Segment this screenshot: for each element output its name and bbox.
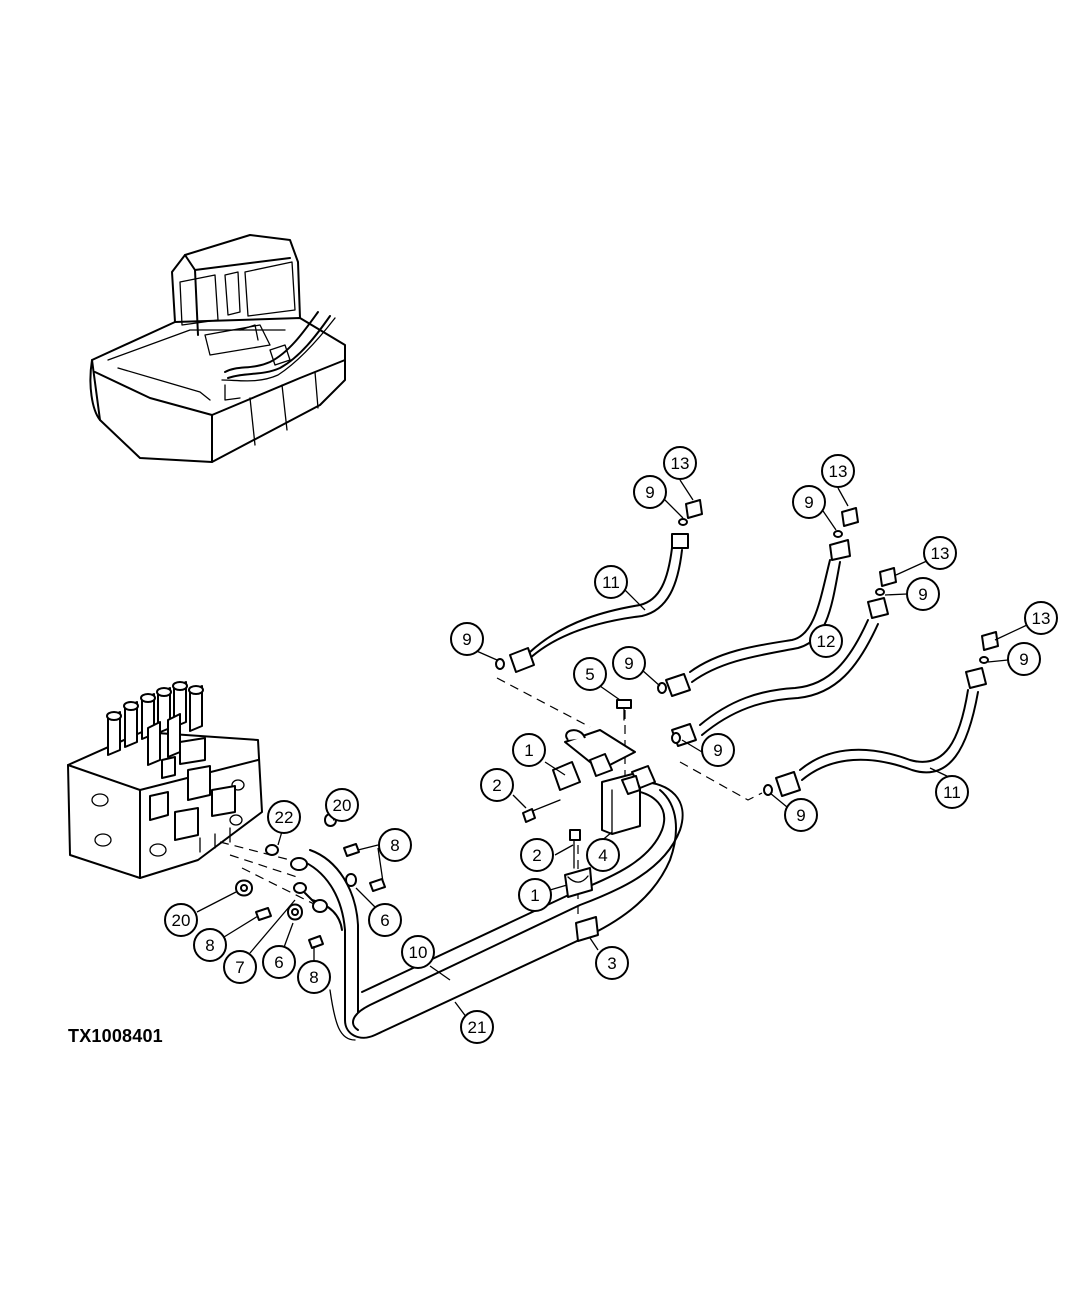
control-valve-assembly: [67, 681, 263, 879]
callout-9: 9: [450, 622, 484, 656]
callout-1: 1: [512, 733, 546, 767]
svg-text:9: 9: [624, 654, 633, 673]
svg-text:12: 12: [817, 632, 836, 651]
svg-text:7: 7: [235, 958, 244, 977]
svg-text:9: 9: [918, 585, 927, 604]
callout-balloons: 13 9 13 9 11 13 9 12 13 9 9 5 9 9 1 2 9 …: [164, 446, 1058, 1044]
svg-text:9: 9: [804, 493, 813, 512]
callout-9: 9: [1007, 642, 1041, 676]
svg-text:22: 22: [275, 808, 294, 827]
svg-text:1: 1: [524, 741, 533, 760]
svg-text:10: 10: [409, 943, 428, 962]
tube-assembly: [299, 781, 684, 1041]
svg-text:20: 20: [333, 796, 352, 815]
svg-text:9: 9: [462, 630, 471, 649]
callout-9: 9: [784, 798, 818, 832]
callout-1: 1: [518, 878, 552, 912]
callout-8: 8: [193, 928, 227, 962]
callout-6: 6: [368, 903, 402, 937]
callout-13: 13: [821, 454, 855, 488]
callout-5: 5: [573, 657, 607, 691]
svg-text:6: 6: [274, 953, 283, 972]
svg-text:9: 9: [645, 483, 654, 502]
callout-2: 2: [520, 838, 554, 872]
svg-text:2: 2: [492, 776, 501, 795]
callout-20: 20: [164, 903, 198, 937]
callout-20: 20: [325, 788, 359, 822]
svg-text:1: 1: [530, 886, 539, 905]
svg-text:8: 8: [390, 836, 399, 855]
clamp-and-bracket-parts: [235, 699, 641, 949]
figure-id-label: TX1008401: [68, 1026, 163, 1046]
svg-text:13: 13: [829, 462, 848, 481]
callout-9: 9: [633, 475, 667, 509]
callout-9: 9: [701, 733, 735, 767]
callout-3: 3: [595, 946, 629, 980]
callout-10: 10: [401, 935, 435, 969]
callout-9: 9: [612, 646, 646, 680]
callout-13: 13: [1024, 601, 1058, 635]
svg-text:5: 5: [585, 665, 594, 684]
svg-text:8: 8: [205, 936, 214, 955]
callout-8: 8: [297, 960, 331, 994]
hose-assembly: [495, 499, 999, 797]
svg-text:4: 4: [598, 846, 607, 865]
callout-6: 6: [262, 945, 296, 979]
callout-11: 11: [594, 565, 628, 599]
callout-7: 7: [223, 950, 257, 984]
svg-text:13: 13: [671, 454, 690, 473]
svg-text:8: 8: [309, 968, 318, 987]
callout-13: 13: [663, 446, 697, 480]
callout-2: 2: [480, 768, 514, 802]
svg-text:20: 20: [172, 911, 191, 930]
svg-text:13: 13: [931, 544, 950, 563]
svg-text:11: 11: [943, 783, 961, 802]
callout-21: 21: [460, 1010, 494, 1044]
svg-text:3: 3: [607, 954, 616, 973]
svg-text:9: 9: [796, 806, 805, 825]
callout-22: 22: [267, 800, 301, 834]
svg-text:9: 9: [1019, 650, 1028, 669]
callout-13: 13: [923, 536, 957, 570]
callout-8: 8: [378, 828, 412, 862]
callout-4: 4: [586, 838, 620, 872]
svg-text:9: 9: [713, 741, 722, 760]
svg-text:6: 6: [380, 911, 389, 930]
svg-text:13: 13: [1032, 609, 1051, 628]
svg-text:11: 11: [602, 573, 620, 592]
excavator-locator-illustration: [89, 234, 346, 463]
callout-9: 9: [792, 485, 826, 519]
svg-text:2: 2: [532, 846, 541, 865]
svg-text:21: 21: [468, 1018, 487, 1037]
callout-11: 11: [935, 775, 969, 809]
callout-12: 12: [809, 624, 843, 658]
callout-9: 9: [906, 577, 940, 611]
